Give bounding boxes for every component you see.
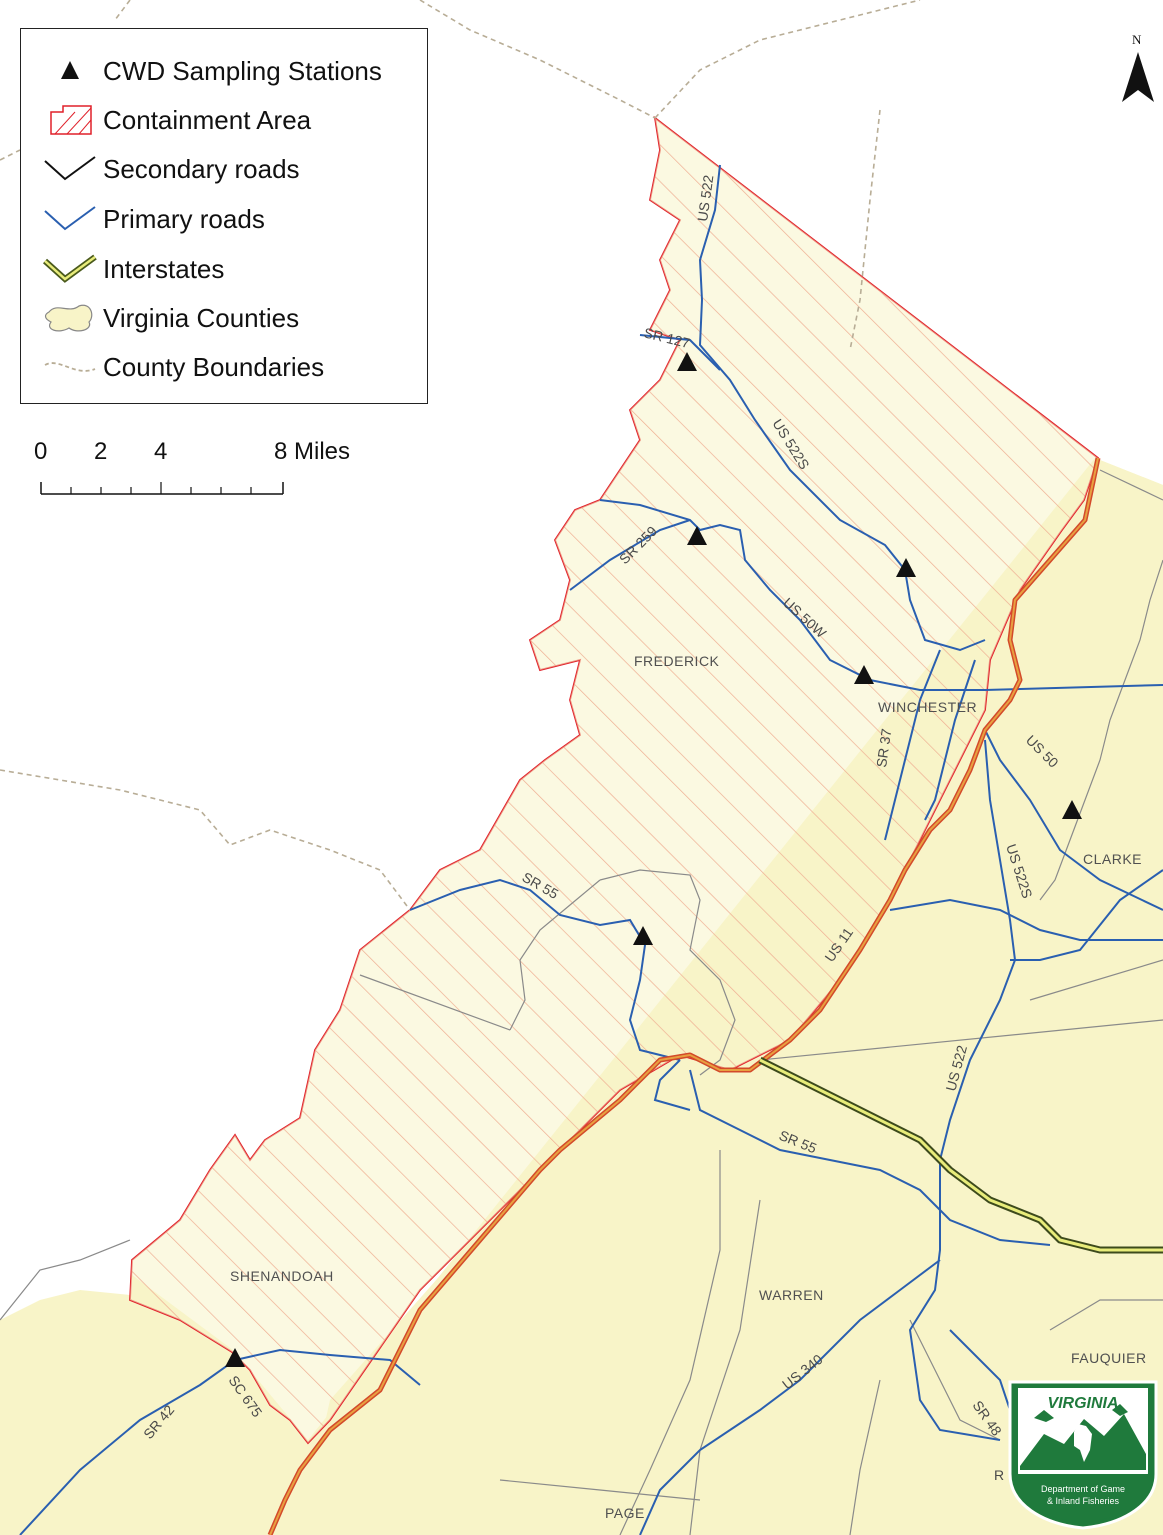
interstates bbox=[267, 457, 1163, 1535]
interstate-line-icon bbox=[42, 254, 97, 283]
north-label: N bbox=[1132, 32, 1142, 47]
logo-line-1: Department of Game bbox=[1041, 1484, 1125, 1494]
logo-title: VIRGINIA bbox=[1047, 1395, 1118, 1412]
legend-item-sampling-stations: CWD Sampling Stations bbox=[39, 51, 382, 91]
primary-roads bbox=[19, 164, 1163, 1535]
legend-item-secondary-roads: Secondary roads bbox=[39, 149, 300, 189]
county-label-page: PAGE bbox=[605, 1505, 645, 1521]
county-label-fauquier: FAUQUIER bbox=[1071, 1350, 1147, 1366]
scale-tick-label: 8 Miles bbox=[274, 438, 351, 465]
legend-item-virginia-counties: Virginia Counties bbox=[39, 298, 299, 338]
legend-label: CWD Sampling Stations bbox=[103, 55, 382, 86]
county-boundaries bbox=[0, 0, 921, 911]
county-label-clarke: CLARKE bbox=[1083, 851, 1142, 867]
legend-label: Containment Area bbox=[103, 104, 312, 135]
legend-item-containment-area: Containment Area bbox=[39, 100, 311, 140]
sampling-station-4[interactable] bbox=[854, 665, 874, 684]
triangle-icon bbox=[61, 61, 79, 79]
legend-label: County Boundaries bbox=[103, 351, 325, 382]
legend-label: Virginia Counties bbox=[103, 302, 300, 333]
scale-bar-graphic bbox=[40, 482, 284, 495]
logo-line-2: & Inland Fisheries bbox=[1047, 1496, 1120, 1506]
scale-tick-label: 2 bbox=[94, 438, 108, 465]
secondary-road-line-icon bbox=[44, 156, 96, 181]
sampling-station-7[interactable] bbox=[225, 1348, 245, 1367]
hatched-polygon-icon bbox=[50, 105, 92, 135]
road-label-us522-north: US 522 bbox=[694, 174, 716, 223]
vdgif-logo: VIRGINIA Department of Game & Inland Fis… bbox=[1004, 1374, 1162, 1530]
sampling-station-2[interactable] bbox=[687, 526, 707, 545]
legend-label: Interstates bbox=[103, 253, 225, 284]
north-arrow-icon bbox=[1122, 52, 1154, 102]
county-label-frederick: FREDERICK bbox=[634, 653, 720, 669]
county-label-winchester: WINCHESTER bbox=[878, 699, 977, 715]
road-label-sr37: SR 37 bbox=[873, 727, 894, 768]
county-boundary-line-icon bbox=[44, 362, 96, 372]
virginia-counties-area-east bbox=[300, 458, 1163, 1535]
scale-tick-label: 0 bbox=[34, 438, 48, 465]
legend-item-primary-roads: Primary roads bbox=[39, 199, 265, 239]
scale-tick-label: 4 bbox=[154, 438, 168, 465]
county-labels: FREDERICK WINCHESTER CLARKE SHENANDOAH W… bbox=[230, 653, 1147, 1521]
legend-item-county-boundaries: County Boundaries bbox=[39, 347, 324, 387]
cwd-sampling-stations bbox=[225, 352, 1082, 1367]
shenandoah-boundary-west bbox=[509, 879, 601, 1031]
vdgif-shield-icon: VIRGINIA Department of Game & Inland Fis… bbox=[1008, 1380, 1158, 1530]
sampling-station-6[interactable] bbox=[633, 926, 653, 945]
sampling-station-3[interactable] bbox=[896, 558, 916, 577]
county-label-shenandoah: SHENANDOAH bbox=[230, 1268, 334, 1284]
scale-bar: 0 2 4 8 Miles bbox=[30, 438, 360, 498]
secondary-roads bbox=[0, 469, 1163, 1535]
map-legend: CWD Sampling Stations Containment Area S… bbox=[20, 28, 428, 404]
shenandoah-boundary bbox=[599, 869, 736, 1076]
containment-area-fill bbox=[130, 118, 1098, 1443]
clarke-boundary bbox=[1039, 559, 1163, 901]
sampling-station-5[interactable] bbox=[1062, 800, 1082, 819]
legend-label: Secondary roads bbox=[103, 153, 300, 184]
road-label-r: R bbox=[994, 1467, 1004, 1483]
legend-label: Primary roads bbox=[103, 203, 265, 234]
legend-item-interstates: Interstates bbox=[39, 249, 224, 289]
county-label-warren: WARREN bbox=[759, 1287, 824, 1303]
primary-road-line-icon bbox=[44, 206, 96, 231]
county-polygon-icon bbox=[44, 304, 93, 332]
sampling-station-1[interactable] bbox=[677, 352, 697, 371]
north-arrow: N bbox=[1118, 32, 1158, 104]
